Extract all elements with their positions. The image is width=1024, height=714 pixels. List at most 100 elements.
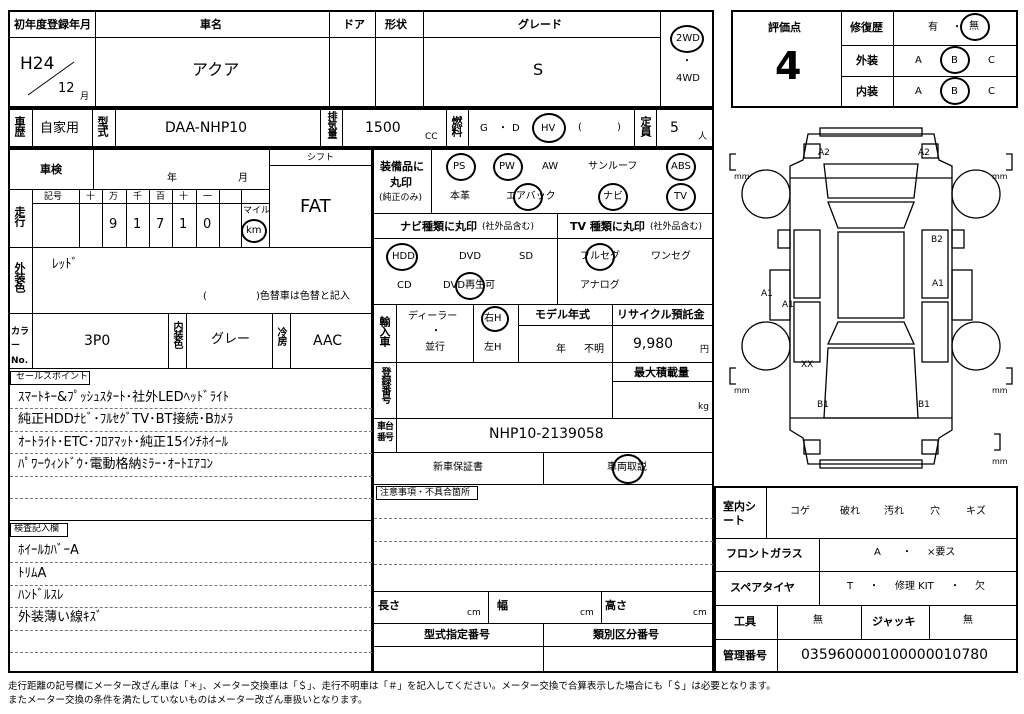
navi-dvd: DVD [459, 251, 482, 262]
repair-no: 無 [969, 21, 979, 32]
mileage-label: 走行 [13, 206, 26, 226]
color-label: 外装色 [13, 262, 26, 292]
diagram-label: B2 [931, 235, 943, 245]
navi-dvd-play-circle [455, 272, 485, 300]
car-name-label: 車名 [200, 18, 222, 31]
mm-unit: mm [734, 386, 750, 395]
disp-label: 排気量 [325, 111, 336, 138]
check-line: ﾎｲｰﾙｶﾊﾞｰA [18, 543, 79, 558]
header-box [8, 10, 714, 108]
interior-b-circle [940, 77, 970, 105]
length-unit: cm [467, 608, 481, 618]
import-label: 輸入車 [378, 316, 391, 346]
equip-aw: AW [542, 161, 559, 172]
navi-hdd-circle [386, 243, 418, 271]
navi-cd: CD [397, 280, 412, 291]
door-label: ドア [343, 18, 365, 31]
recycle-label: リサイクル預託金 [617, 308, 705, 321]
max-load-unit: kg [698, 402, 709, 412]
equip-abs-circle [666, 153, 696, 181]
equip-ps: PS [453, 161, 466, 172]
capacity-unit: 人 [698, 132, 708, 142]
notes-label-box [376, 486, 478, 500]
drive-2wd-circle [670, 25, 704, 53]
spare-none: 欠 [975, 581, 985, 592]
mileage-km-circle [241, 219, 267, 243]
warranty-label: 新車保証書 [433, 462, 483, 473]
mileage-km: km [246, 225, 262, 236]
equip-leather: 本革 [450, 191, 470, 202]
capacity-label: 定員 [639, 116, 652, 136]
tv-types-label: TV 種類に丸印 [570, 220, 645, 233]
height-label: 高さ [605, 599, 627, 612]
manual-label: 車両取説 [607, 462, 647, 473]
repair-no-circle [960, 13, 990, 41]
mileage-digit: 1 [133, 217, 142, 232]
interior-b: B [951, 86, 958, 97]
import-right-circle [481, 306, 509, 332]
sales-label: セールスポイント [16, 372, 89, 382]
spare-dot: ・ [869, 581, 879, 592]
repair-label: 修復歴 [850, 21, 883, 34]
reg-era: H24 [20, 54, 55, 74]
mm-unit: mm [992, 172, 1008, 181]
mgmt-value: 035960000100000010780 [801, 647, 989, 663]
exterior-a: A [915, 55, 922, 66]
check-line: ﾄﾘﾑA [18, 566, 47, 581]
car-outline [729, 127, 1013, 469]
tv-fullseg: フルセグ [580, 251, 620, 262]
mileage-digit: 7 [156, 217, 165, 232]
class-no-label: 類別区分番号 [593, 628, 659, 641]
spare-t: T [847, 581, 854, 592]
type-no-label: 型式指定番号 [424, 628, 490, 641]
equip-ps-circle [446, 153, 476, 181]
repair-yes: 有 [928, 22, 938, 33]
mm-unit: mm [992, 457, 1008, 466]
repair-dot: ・ [952, 22, 962, 33]
tv-types-sub: (社外品含む) [650, 222, 703, 232]
diagram-label: XX [801, 360, 813, 370]
equip-airbag: エアバック [506, 191, 556, 202]
navi-hdd: HDD [392, 251, 415, 262]
tool-label: 工具 [734, 615, 756, 628]
mileage-digit: 1 [179, 217, 188, 232]
color-code: 3P0 [84, 333, 111, 349]
mileage-col-ichi: 一 [203, 192, 213, 202]
type-label: 型式 [96, 116, 109, 136]
reg-month: 12 [58, 81, 75, 96]
mileage-col-juu: 十 [179, 192, 189, 202]
mileage-mile: マイル [243, 206, 271, 216]
equip-label-2: 丸印 [390, 176, 412, 189]
sales-line: 純正HDDﾅﾋﾞ･ﾌﾙｾｸﾞTV･BT接続･Bｶﾒﾗ [18, 412, 234, 427]
exterior-b-circle [940, 46, 970, 74]
exterior-c: C [988, 55, 995, 66]
spare-kit: 修理 KIT [895, 581, 934, 592]
shift-label: シフト [307, 153, 335, 163]
car-name: アクア [192, 60, 240, 79]
navi-types-sub: (社外品含む) [482, 222, 535, 232]
diagram-label: A2 [918, 148, 930, 158]
fuel-d: D [512, 123, 520, 134]
fuel-hv-circle [532, 113, 566, 143]
fuel-paren-l: ( [578, 122, 582, 133]
fuel-hv: HV [541, 123, 556, 134]
tv-fullseg-circle [585, 243, 615, 271]
chassis-label: 車台番号 [377, 422, 394, 443]
jack-label: ジャッキ [872, 615, 916, 628]
glass-x: ×要ス [927, 547, 956, 558]
inspection-month: 月 [238, 173, 248, 184]
diagram-label: A1 [782, 300, 794, 310]
inspection-year: 年 [167, 173, 177, 184]
sales-line: ﾊﾟﾜｰｳｨﾝﾄﾞｳ･電動格納ﾐﾗｰ･ｵｰﾄｴｱｺﾝ [18, 457, 214, 472]
import-left: 左H [484, 342, 502, 353]
import-dot: ・ [431, 326, 441, 337]
fuel-dot1: ・ [498, 123, 508, 134]
inspection-label: 車検 [40, 163, 62, 176]
length-label: 長さ [378, 599, 400, 612]
equip-airbag-circle [513, 183, 543, 211]
recycle-value: 9,980 [633, 336, 674, 352]
color-paren: ( [203, 291, 207, 302]
drive-4wd: 4WD [676, 73, 700, 84]
sales-label-box [10, 371, 90, 385]
diagram-label: B1 [918, 400, 930, 410]
